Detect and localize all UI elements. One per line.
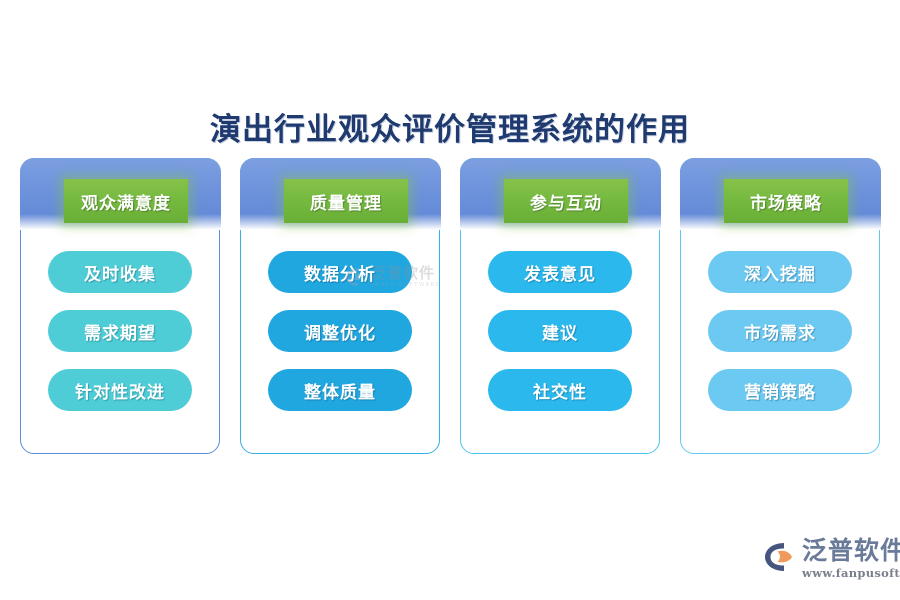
list-item[interactable]: 社交性 <box>488 369 632 411</box>
column-header-4: 市场策略 <box>724 179 848 223</box>
column-items-2: 数据分析 调整优化 整体质量 <box>241 251 439 411</box>
column-card-2[interactable]: 质量管理 数据分析 调整优化 整体质量 <box>239 157 441 454</box>
list-item[interactable]: 市场需求 <box>708 310 852 352</box>
column-items-4: 深入挖掘 市场需求 营销策略 <box>681 251 879 411</box>
column-items-3: 发表意见 建议 社交性 <box>461 251 659 411</box>
list-item[interactable]: 调整优化 <box>268 310 412 352</box>
brand-text: 泛普软件 www.fanpusoft.com <box>802 538 900 580</box>
list-item[interactable]: 营销策略 <box>708 369 852 411</box>
columns-container: 观众满意度 及时收集 需求期望 针对性改进 质量管理 数据分析 调整优化 整体质… <box>19 157 881 454</box>
list-item[interactable]: 发表意见 <box>488 251 632 293</box>
list-item[interactable]: 深入挖掘 <box>708 251 852 293</box>
page-title: 演出行业观众评价管理系统的作用 <box>210 112 690 148</box>
list-item[interactable]: 整体质量 <box>268 369 412 411</box>
column-header-3: 参与互动 <box>504 179 628 223</box>
column-header-2: 质量管理 <box>284 179 408 223</box>
column-card-3[interactable]: 参与互动 发表意见 建议 社交性 <box>459 157 661 454</box>
column-card-4[interactable]: 市场策略 深入挖掘 市场需求 营销策略 <box>679 157 881 454</box>
list-item[interactable]: 针对性改进 <box>48 369 192 411</box>
column-header-1: 观众满意度 <box>64 179 188 223</box>
brand-url: www.fanpusoft.com <box>802 566 900 580</box>
list-item[interactable]: 需求期望 <box>48 310 192 352</box>
brand-name: 泛普软件 <box>802 536 900 565</box>
column-card-1[interactable]: 观众满意度 及时收集 需求期望 针对性改进 <box>19 157 221 454</box>
column-items-1: 及时收集 需求期望 针对性改进 <box>21 251 219 411</box>
fanpu-logo-icon <box>762 540 796 574</box>
list-item[interactable]: 及时收集 <box>48 251 192 293</box>
brand-logo: 泛普软件 www.fanpusoft.com <box>762 538 900 580</box>
list-item[interactable]: 数据分析 <box>268 251 412 293</box>
list-item[interactable]: 建议 <box>488 310 632 352</box>
